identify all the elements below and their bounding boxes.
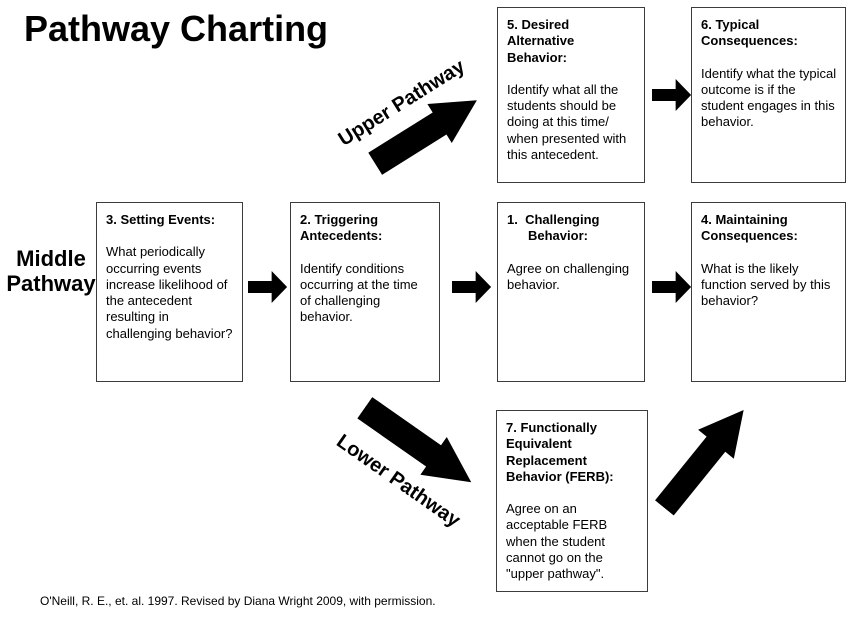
flow-arrow-right-icon	[452, 270, 492, 304]
middle-pathway-label: Middle Pathway	[6, 246, 96, 296]
citation-text: O'Neill, R. E., et. al. 1997. Revised by…	[40, 594, 436, 608]
box-header: 4. Maintaining Consequences:	[701, 212, 798, 244]
box-header: 1. Challenging Behavior:	[507, 212, 604, 244]
box-typical-consequences: 6. Typical Consequences: Identify what t…	[691, 7, 846, 183]
box-body: What periodically occurring events incre…	[106, 244, 233, 341]
box-body: Identify what all the students should be…	[507, 81, 627, 162]
box-setting-events: 3. Setting Events: What periodically occ…	[96, 202, 243, 382]
box-ferb: 7. Functionally Equivalent Replacement B…	[496, 410, 648, 592]
ferb-to-consequences-arrow-icon	[646, 396, 761, 523]
box-header: 6. Typical Consequences:	[701, 17, 798, 49]
box-maintaining-consequences: 4. Maintaining Consequences: What is the…	[691, 202, 846, 382]
box-header: 3. Setting Events:	[106, 212, 216, 227]
box-desired-alternative-behavior: 5. Desired Alternative Behavior: Identif…	[497, 7, 645, 183]
box-body: What is the likely function served by th…	[701, 260, 831, 309]
box-body: Agree on challenging behavior.	[507, 260, 630, 292]
box-body: Agree on an acceptable FERB when the stu…	[506, 501, 608, 581]
box-header: 5. Desired Alternative Behavior:	[507, 17, 578, 65]
upper-pathway-arrow-icon	[363, 81, 489, 184]
box-header: 7. Functionally Equivalent Replacement B…	[506, 420, 614, 484]
box-triggering-antecedents: 2. Triggering Antecedents: Identify cond…	[290, 202, 440, 382]
flow-arrow-right-icon	[248, 270, 288, 304]
flow-arrow-right-icon	[652, 78, 692, 112]
lower-pathway-arrow-icon	[352, 389, 485, 501]
box-body: Identify conditions occurring at the tim…	[300, 260, 418, 325]
page-title: Pathway Charting	[24, 8, 329, 49]
box-challenging-behavior: 1. Challenging Behavior: Agree on challe…	[497, 202, 645, 382]
box-header: 2. Triggering Antecedents:	[300, 212, 383, 244]
flow-arrow-right-icon	[652, 270, 692, 304]
box-body: Identify what the typical outcome is if …	[701, 65, 837, 130]
